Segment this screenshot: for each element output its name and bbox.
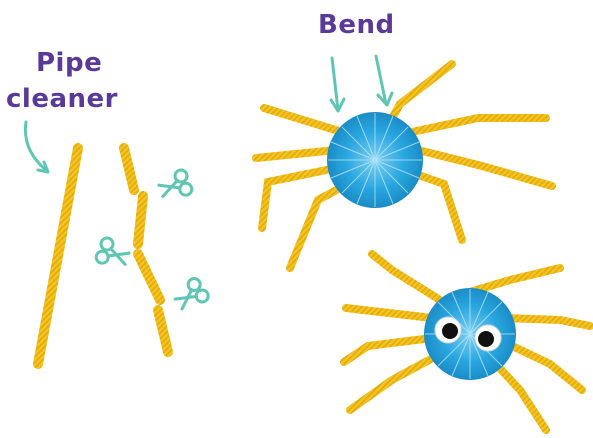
googly-eye-icon bbox=[435, 317, 461, 343]
scissors-icon bbox=[95, 236, 132, 271]
pipe-piece-3 bbox=[138, 254, 160, 300]
pipe-piece-4 bbox=[158, 310, 168, 352]
pipe-piece-1 bbox=[124, 148, 134, 190]
scissors-icon bbox=[156, 168, 193, 203]
scissors-icon bbox=[171, 276, 210, 315]
googly-eye-icon bbox=[475, 325, 501, 351]
pipe-cleaner-full bbox=[38, 148, 78, 364]
spider-1-pompom bbox=[327, 112, 423, 208]
bend-arrow-right bbox=[376, 56, 392, 105]
bend-arrow-left bbox=[331, 58, 344, 111]
pipe-piece-2 bbox=[138, 196, 143, 244]
